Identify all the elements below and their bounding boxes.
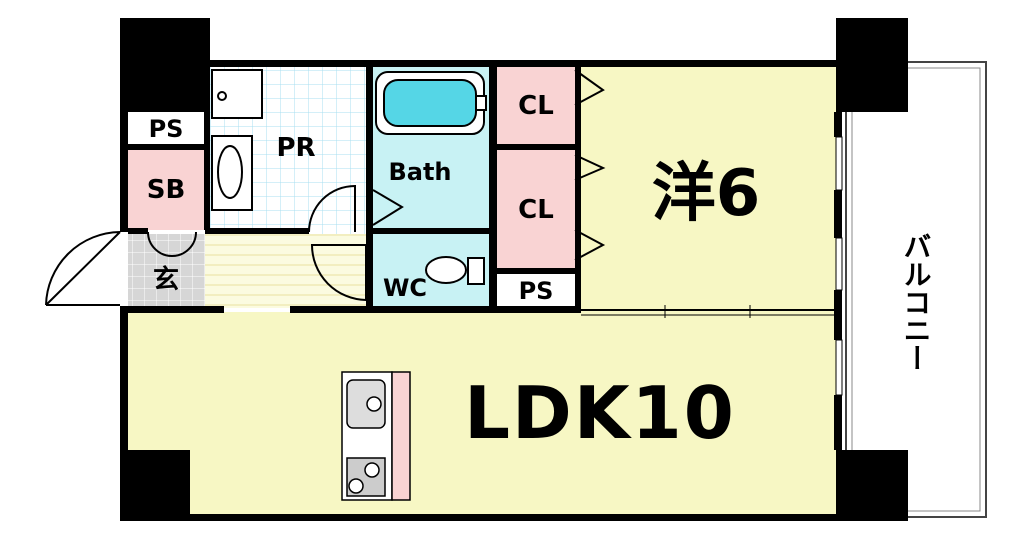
walls [120,18,908,521]
toilet [425,256,485,285]
closet-2-floor [497,150,575,268]
room-label-wc: WC [383,274,427,302]
wash-basin [211,135,253,211]
room-label-ps-top: PS [149,115,184,143]
entrance-door[interactable] [45,231,121,306]
washing-machine-pan [211,69,263,119]
bathtub [375,71,487,135]
sb-floor [128,150,204,230]
ps-top-floor [128,112,204,144]
room-label-sb: SB [147,175,186,205]
kitchen-counter [341,371,411,501]
room-label-pr: PR [276,133,315,163]
room-label-ldk: LDK10 [464,371,736,455]
ps-mid-floor [497,274,575,308]
sliding-partition [581,305,836,318]
hall-floor [205,234,366,308]
windows [835,136,843,396]
balcony-area [845,61,987,518]
closet-1-floor [497,66,575,144]
room-label-balcony: バルコニー [900,232,933,372]
room-label-bath: Bath [388,158,451,186]
room-label-genkan: 玄 [153,264,179,295]
western-room-floor [580,66,838,312]
room-label-cl-1: CL [518,91,554,121]
room-label-ps-mid: PS [519,277,554,305]
room-label-western: 洋6 [652,157,761,231]
doors[interactable] [147,69,606,302]
ldk-floor [124,312,838,517]
room-label-cl-2: CL [518,195,554,225]
